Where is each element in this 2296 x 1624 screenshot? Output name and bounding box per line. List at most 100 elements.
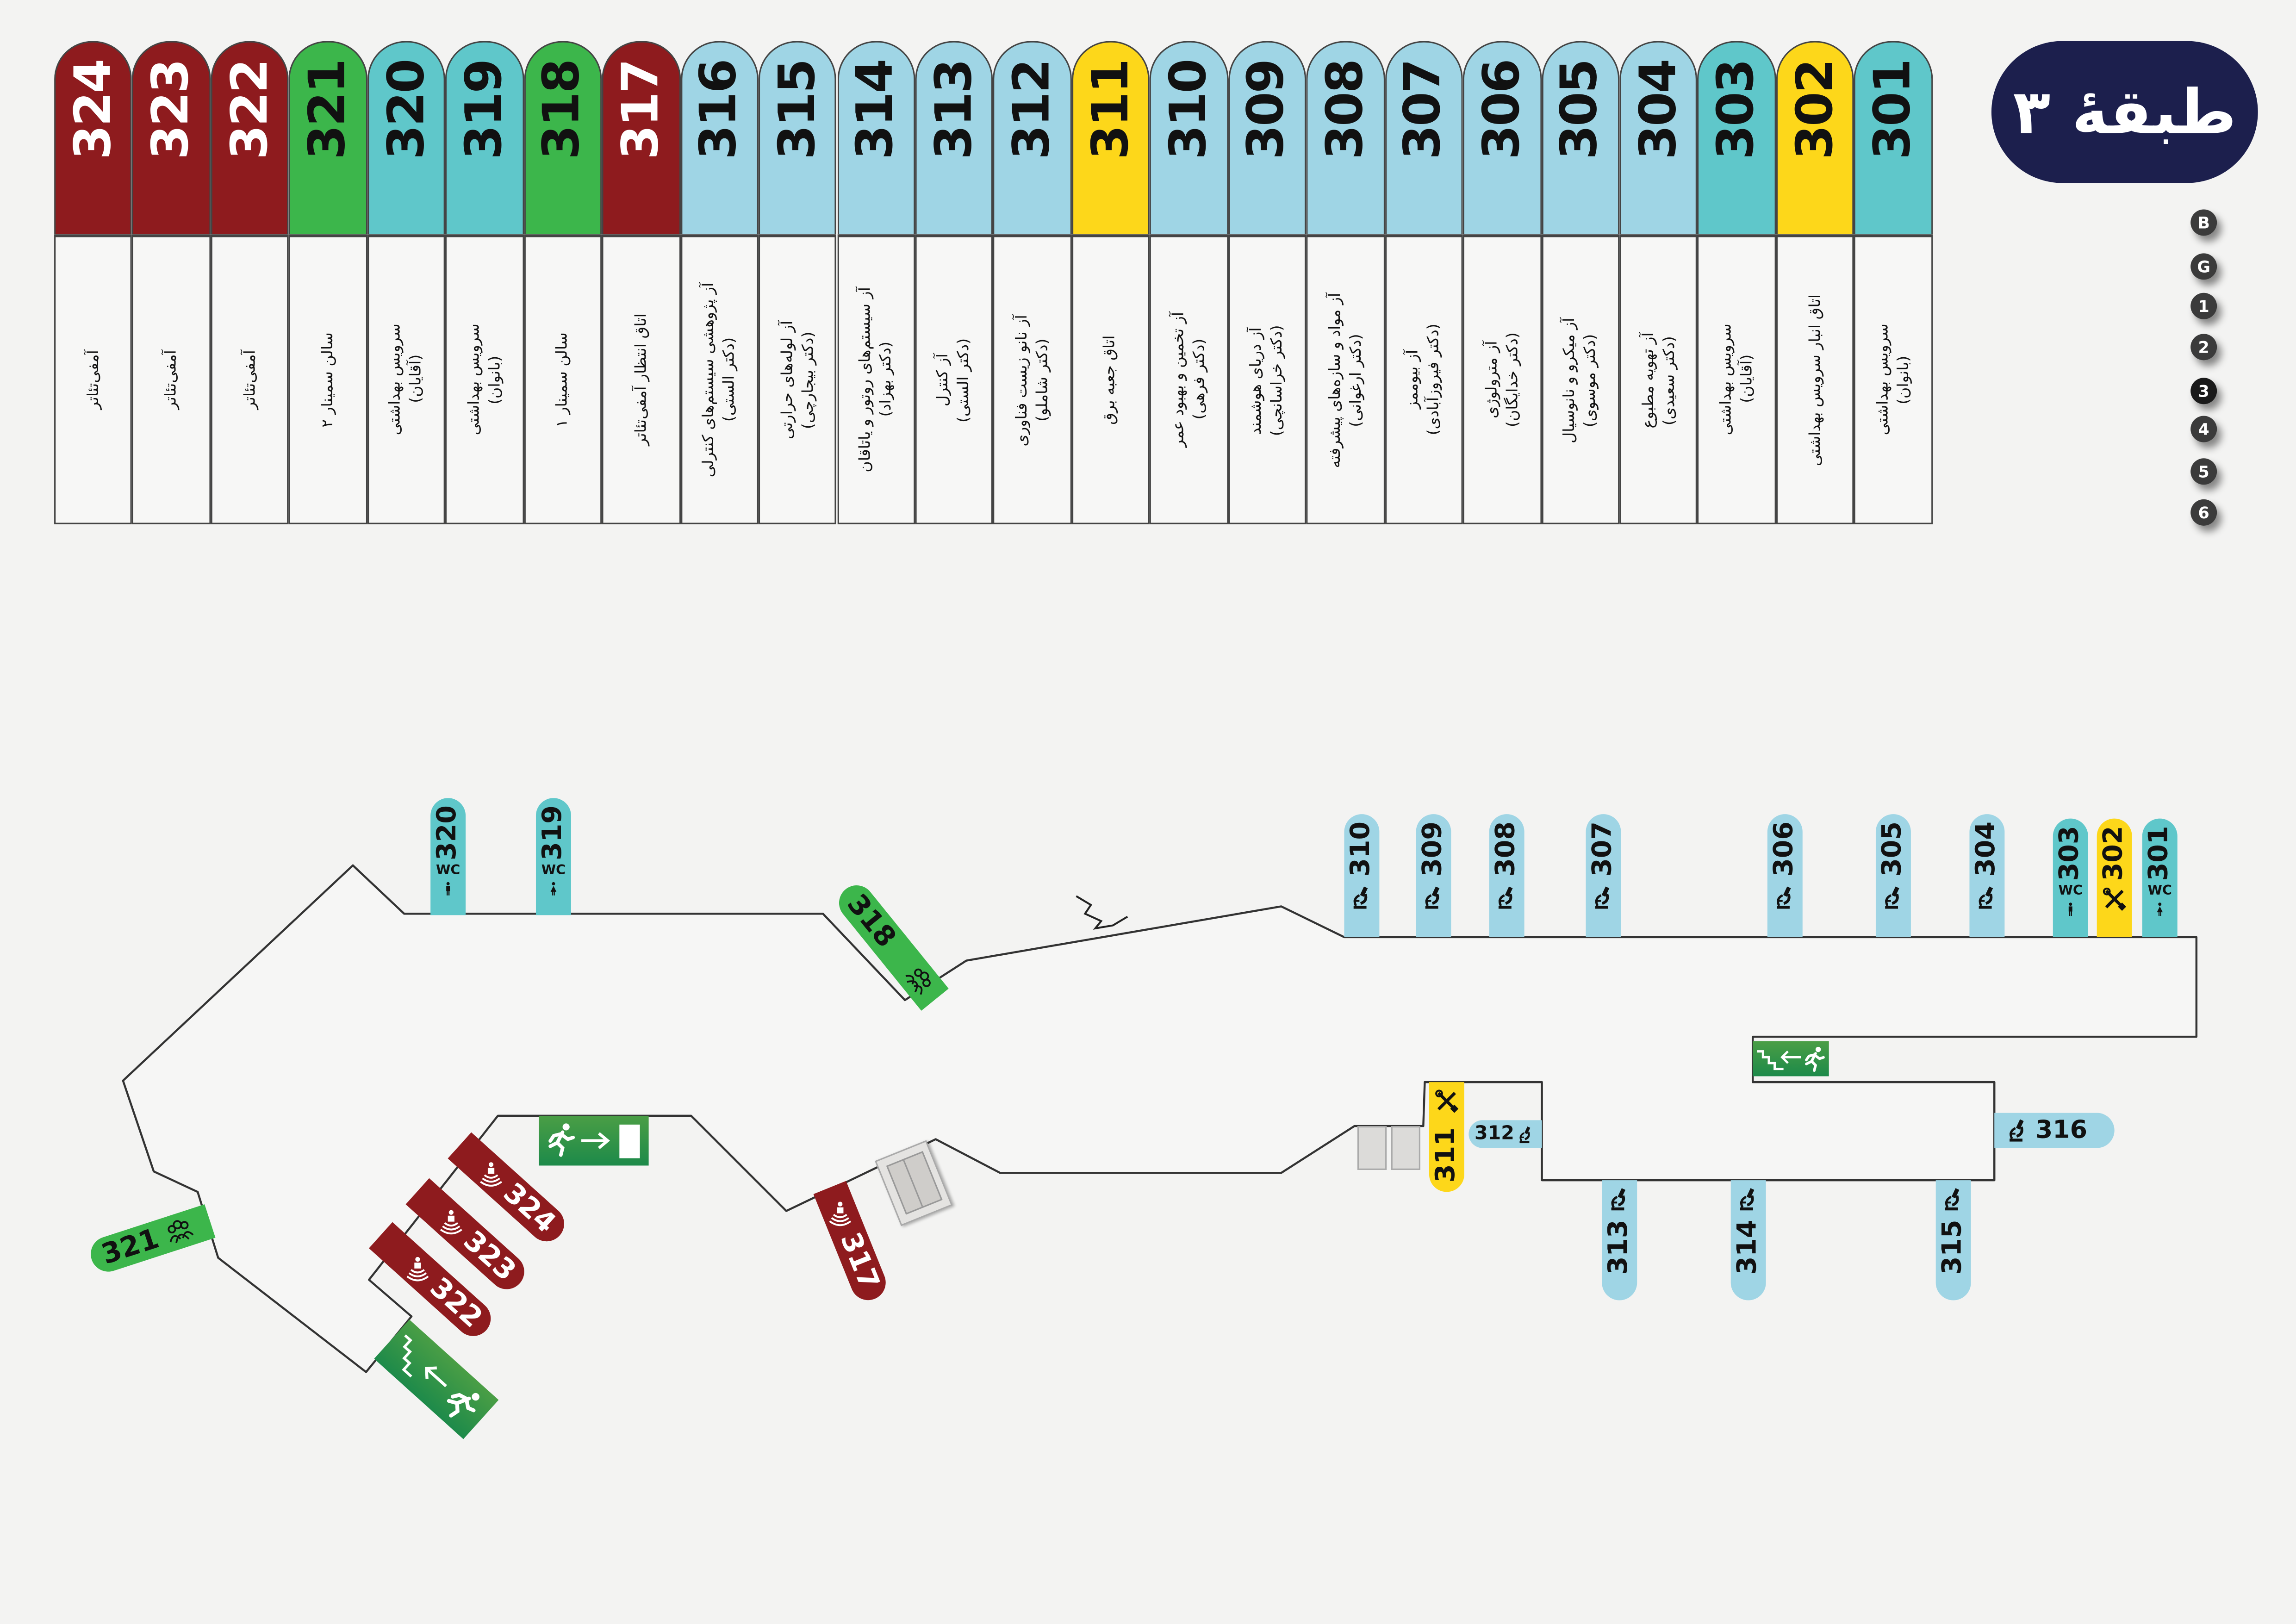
room-number-tab[interactable]: 308 — [1306, 41, 1385, 235]
map-room-306[interactable]: 306 — [1767, 814, 1803, 937]
room-label-cell: آز پژوهشی سیستم‌های کنترلی (دکتر الستی) — [680, 234, 759, 524]
microscope-icon — [1975, 885, 1999, 909]
room-number: 310 — [1345, 821, 1377, 877]
room-number-tab[interactable]: 316 — [680, 41, 759, 235]
room-number-tab[interactable]: 311 — [1071, 41, 1150, 235]
running-man-icon — [1801, 1045, 1828, 1072]
room-number: 316 — [2035, 1115, 2088, 1145]
floor-button-5[interactable]: 5 — [2190, 458, 2217, 485]
microscope-icon — [1882, 885, 1905, 909]
microscope-icon — [1941, 1188, 1965, 1211]
room-number-tab[interactable]: 303 — [1698, 41, 1776, 235]
stairs-zigzag-icon — [1076, 895, 1128, 930]
room-label-cell: سرویس بهداشتی (بانوان) — [1854, 234, 1933, 524]
map-room-315[interactable]: 315 — [1935, 1180, 1971, 1300]
room-number-tab[interactable]: 304 — [1619, 41, 1698, 235]
room-number-tab[interactable]: 318 — [523, 41, 602, 235]
exit-sign — [539, 1115, 649, 1166]
map-room-309[interactable]: 309 — [1416, 814, 1451, 937]
room-number-tab[interactable]: 324 — [54, 41, 133, 235]
floor-button-6[interactable]: 6 — [2190, 499, 2217, 526]
microscope-icon — [1517, 1125, 1535, 1143]
running-man-icon — [543, 1122, 579, 1157]
room-label-cell: اتاق انتظار آمفی‌تئاتر — [602, 234, 680, 524]
room-number-tab[interactable]: 321 — [289, 41, 367, 235]
room-number-tab[interactable]: 302 — [1776, 41, 1854, 235]
map-room-304[interactable]: 304 — [1969, 814, 2005, 937]
room-number-tab[interactable]: 312 — [993, 41, 1072, 235]
room-number-tab[interactable]: 323 — [132, 41, 211, 235]
room-number: 304 — [1971, 821, 2002, 877]
room-number-tab[interactable]: 314 — [837, 41, 915, 235]
map-room-307[interactable]: 307 — [1586, 814, 1621, 937]
microscope-icon — [1608, 1188, 1631, 1211]
room-number-tab[interactable]: 306 — [1463, 41, 1542, 235]
map-room-310[interactable]: 310 — [1344, 814, 1380, 937]
room-number-tab[interactable]: 315 — [759, 41, 837, 235]
room-number-tab[interactable]: 307 — [1384, 41, 1463, 235]
sound-system-icon — [438, 1209, 465, 1235]
microscope-icon — [1592, 885, 1615, 909]
room-number: 313 — [1603, 1220, 1634, 1275]
floor-button-B[interactable]: B — [2190, 209, 2217, 236]
room-label-cell: آمفی‌تئاتر — [132, 234, 211, 524]
microscope-icon — [2006, 1119, 2030, 1142]
room-number-tab[interactable]: 319 — [445, 41, 524, 235]
map-room-308[interactable]: 308 — [1489, 814, 1524, 937]
room-number-tab[interactable]: 320 — [367, 41, 446, 235]
map-room-311[interactable]: 311 — [1429, 1082, 1464, 1192]
floor-button-G[interactable]: G — [2190, 253, 2217, 280]
man-icon — [441, 881, 455, 896]
room-number: 302 — [2098, 826, 2129, 881]
map-room-302[interactable]: 302 — [2097, 818, 2132, 937]
door-icon — [619, 1124, 640, 1158]
room-number-tab[interactable]: 310 — [1150, 41, 1228, 235]
microscope-icon — [1422, 885, 1445, 909]
floor-button-4[interactable]: 4 — [2190, 416, 2217, 442]
room-number-tab[interactable]: 309 — [1228, 41, 1307, 235]
map-room-314[interactable]: 314 — [1730, 1180, 1766, 1300]
room-number-tab[interactable]: 301 — [1854, 41, 1933, 235]
map-room-320[interactable]: 320 WC — [430, 798, 466, 915]
room-number-tab[interactable]: 322 — [211, 41, 289, 235]
map-room-305[interactable]: 305 — [1875, 814, 1911, 937]
floor-button-3[interactable]: 3 — [2190, 378, 2217, 404]
map-room-312[interactable]: 312 — [1468, 1120, 1542, 1148]
room-label-cell: آز مترولوژی (دکتر خدایگان) — [1463, 234, 1542, 524]
room-number-tab[interactable]: 317 — [602, 41, 680, 235]
room-label-cell: آمفی‌تئاتر — [54, 234, 133, 524]
woman-icon — [546, 881, 561, 896]
room-label-cell: آز مواد و سازه‌های پیشرفته (دکتر ارغوانی… — [1306, 234, 1385, 524]
floor-button-1[interactable]: 1 — [2190, 292, 2217, 319]
map-room-316[interactable]: 316 — [1994, 1113, 2115, 1148]
room-number-tab[interactable]: 305 — [1541, 41, 1620, 235]
floor-button-2[interactable]: 2 — [2190, 334, 2217, 361]
man-icon — [2063, 902, 2078, 916]
room-number-tab[interactable]: 313 — [915, 41, 994, 235]
sound-system-icon — [478, 1161, 504, 1187]
map-room-313[interactable]: 313 — [1602, 1180, 1637, 1300]
room-number: 314 — [1732, 1220, 1763, 1275]
stairs-exit-sign — [1753, 1041, 1829, 1076]
map-room-319[interactable]: 319 WC — [535, 798, 571, 915]
arrow-left-icon — [425, 1366, 447, 1388]
microscope-icon — [1736, 1188, 1760, 1211]
